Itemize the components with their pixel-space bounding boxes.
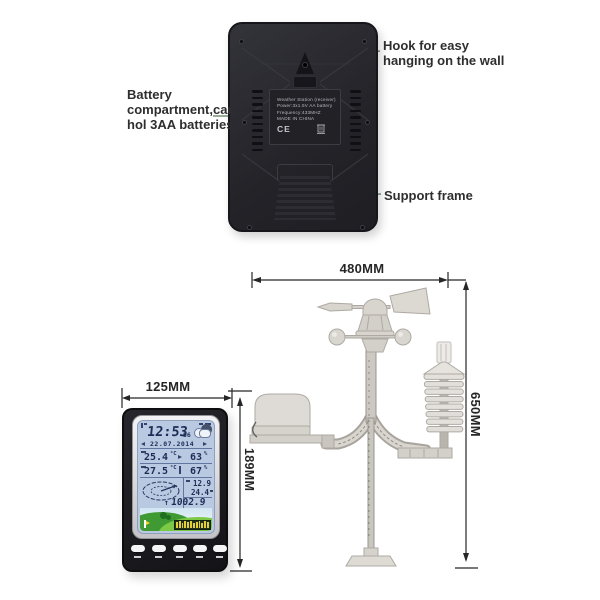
date-display: 22.07.2014 — [150, 440, 195, 448]
outdoor-sensor-unit — [249, 287, 466, 567]
console-button-1 — [131, 545, 145, 552]
console-button-2 — [152, 545, 166, 552]
label-line-1: Weather Station (receiver) — [277, 97, 336, 102]
wind-value-2: 24.4 — [191, 488, 210, 497]
rain-gauge-platform — [249, 434, 335, 444]
weather-icon — [193, 424, 212, 439]
indoor-humidity-unit: % — [204, 451, 208, 457]
support-annotation: Support frame — [384, 188, 473, 203]
screw-icon — [247, 225, 252, 230]
sensor-height-dimension: 650MM — [468, 392, 483, 437]
dimension-lines — [121, 272, 478, 572]
flag-icon — [144, 520, 151, 528]
outdoor-humidity: 67 — [190, 466, 203, 477]
indoor-temp-unit: °C — [170, 451, 177, 457]
pressure-history-bars — [174, 520, 211, 530]
mount-arms — [320, 412, 432, 456]
screw-icon — [242, 120, 247, 125]
sensor-cable — [252, 421, 258, 438]
outdoor-temp-unit: °C — [170, 465, 177, 471]
support-frame — [274, 176, 336, 220]
hook-annotation-line1: Hook for easy — [383, 38, 469, 53]
rain-gauge — [249, 393, 335, 449]
console-height-dimension: 189MM — [242, 448, 256, 492]
indoor-temp: 25.4 — [144, 452, 169, 463]
landscape-graphic — [140, 508, 212, 531]
support-frame-bracket — [277, 164, 333, 180]
sensor-width-dimension: 480MM — [339, 261, 385, 276]
wind-compass — [142, 481, 180, 501]
radiation-shield — [397, 341, 466, 459]
vent-slats-right — [350, 90, 361, 155]
weee-icon — [316, 122, 326, 140]
vent-slats-left — [252, 90, 263, 155]
indoor-arrow-icon — [178, 455, 182, 459]
anemometer — [328, 328, 412, 353]
mast-pole — [367, 417, 375, 551]
console-back-view: Weather Station (receiver) Power:3x1.5V … — [228, 22, 378, 232]
outdoor-humidity-unit: % — [204, 465, 208, 471]
battery-annotation: Battery compartment,can hol 3AA batterie… — [127, 87, 235, 132]
wind-value-1: 12.9 — [193, 479, 212, 488]
mast — [365, 349, 377, 423]
battery-annotation-line3: hol 3AA batteries — [127, 117, 234, 132]
base-plate — [345, 555, 397, 567]
ce-mark: CE — [277, 124, 291, 134]
wind-vane — [316, 287, 431, 332]
hook-annotation-line2: hanging on the wall — [383, 53, 505, 68]
indoor-humidity: 63 — [190, 452, 203, 463]
signal-icon-dot — [144, 423, 147, 425]
hook-slot — [293, 76, 317, 88]
hook-annotation: Hook for easy hanging on the wall — [383, 38, 504, 68]
signal-icon — [141, 423, 143, 428]
screw-icon — [365, 120, 370, 125]
spec-label-plate: Weather Station (receiver) Power:3x1.5V … — [269, 89, 341, 145]
battery-annotation-line2: compartment,can — [127, 102, 236, 117]
outdoor-temp: 27.5 — [144, 466, 169, 477]
console-button-3 — [173, 545, 187, 552]
label-line-2: Power:3x1.5V AA battery — [277, 103, 333, 109]
battery-annotation-line1: Battery — [127, 87, 172, 102]
lcd-display: 12:53 56 22.07.2014 25.4 °C 63 % 27.5 °C… — [137, 420, 215, 534]
pressure-value: 1002.9 — [170, 497, 206, 508]
seconds-display: 56 — [183, 431, 191, 439]
label-line-3: Frequency:433MHZ — [277, 109, 321, 115]
pressure-trend-icon: ↑ — [164, 498, 169, 507]
date-left-arrow-icon — [141, 442, 145, 446]
label-line-4: MADE IN CHINA — [277, 116, 315, 122]
console-button-5 — [213, 545, 227, 552]
screw-icon — [239, 39, 244, 44]
base-post — [363, 547, 379, 557]
outdoor-marker-icon — [179, 466, 181, 474]
hook-hole — [302, 62, 308, 68]
console-width-dimension: 125MM — [145, 379, 191, 394]
shield-platform — [397, 447, 453, 459]
screw-icon — [360, 225, 365, 230]
screw-icon — [362, 39, 367, 44]
console-button-4 — [193, 545, 207, 552]
date-right-arrow-icon — [203, 442, 207, 446]
